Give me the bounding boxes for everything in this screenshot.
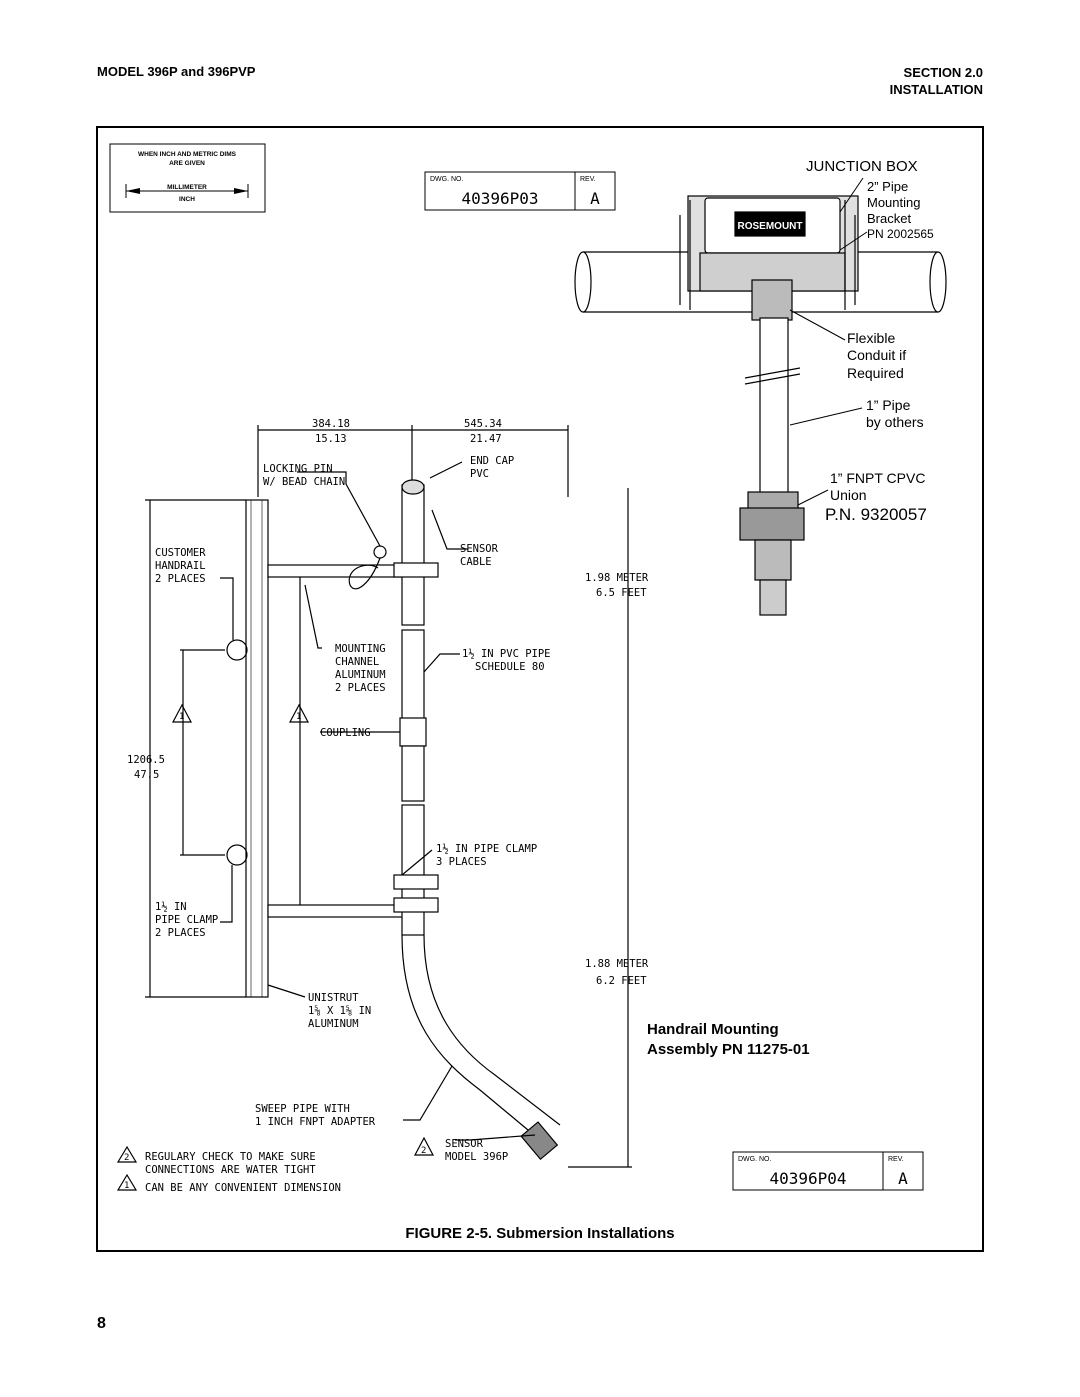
dwg-number-2: 40396P04	[769, 1169, 846, 1188]
dim3-mm: 1206.5	[127, 754, 165, 766]
dwg-no-label: DWG. NO.	[430, 176, 463, 183]
figure-caption: FIGURE 2-5. Submersion Installations	[405, 1225, 674, 1242]
pipe-bracket-line3: Bracket	[867, 211, 911, 226]
sensor-line1: SENSOR	[445, 1138, 484, 1150]
header-section: SECTION 2.0 INSTALLATION	[890, 64, 983, 98]
dim1-mm: 384.18	[312, 418, 350, 430]
pipe-clamp-line1: 1½ IN PIPE CLAMP	[436, 843, 537, 855]
header-model: MODEL 396P and 396PVP	[97, 64, 256, 79]
mounting-channel-line2: CHANNEL	[335, 656, 379, 668]
pipe1-line1: 1” Pipe	[866, 397, 911, 413]
drawing-number-bottom: DWG. NO. REV. 40396P04 A	[732, 1151, 924, 1191]
junction-box-title: JUNCTION BOX	[806, 158, 918, 175]
sweep-line1: SWEEP PIPE WITH	[255, 1103, 350, 1115]
dwg-rev: A	[590, 189, 600, 208]
junction-labels: JUNCTION BOX 2” Pipe Mounting Bracket PN…	[789, 158, 934, 524]
feet-62: 6.2 FEET	[596, 975, 647, 987]
figure-frame	[96, 126, 984, 1252]
conduit-line1: Flexible	[847, 330, 895, 346]
pipe-bracket-line4: PN 2002565	[867, 227, 934, 241]
union-line1: 1” FNPT CPVC	[830, 470, 925, 486]
note2-line1: REGULARY CHECK TO MAKE SURE	[145, 1151, 316, 1163]
section-title: INSTALLATION	[889, 82, 983, 97]
dwg-number: 40396P03	[461, 189, 538, 208]
dwg-no-label-2: DWG. NO.	[738, 1156, 771, 1163]
legend-metric: MILLIMETER	[167, 184, 207, 191]
handrail-drawing	[116, 425, 632, 1191]
sensor-cable-line2: CABLE	[460, 556, 492, 568]
dim1-in: 15.13	[315, 433, 347, 445]
tri-label-e: 2	[421, 1146, 426, 1156]
pipe-clamp2-line1: 1½ IN	[155, 901, 187, 913]
note2-line2: CONNECTIONS ARE WATER TIGHT	[145, 1164, 316, 1176]
mounting-channel-line4: 2 PLACES	[335, 682, 386, 694]
sensor-cable-line1: SENSOR	[460, 543, 499, 555]
rev-label-2: REV.	[888, 1156, 904, 1163]
unistrut-line3: ALUMINUM	[308, 1018, 359, 1030]
pipe-bracket-line1: 2” Pipe	[867, 179, 908, 194]
locking-pin-line1: LOCKING PIN	[263, 463, 333, 475]
unistrut-line1: UNISTRUT	[308, 992, 359, 1004]
dimension-legend: WHEN INCH AND METRIC DIMS ARE GIVEN MILL…	[109, 143, 266, 213]
drawing-number-top: DWG. NO. REV. 40396P03 A	[424, 171, 616, 211]
mounting-channel-line3: ALUMINUM	[335, 669, 386, 681]
customer-handrail-line3: 2 PLACES	[155, 573, 206, 585]
dwg-rev-2: A	[898, 1169, 908, 1188]
legend-line1: WHEN INCH AND METRIC DIMS	[138, 151, 237, 158]
tri-label-a: 1	[179, 712, 184, 722]
handrail-title-line1: Handrail Mounting	[647, 1021, 779, 1038]
meter-188: 1.88 METER	[585, 958, 649, 970]
tri-label-b: 1	[296, 712, 301, 722]
mounting-channel-line1: MOUNTING	[335, 643, 386, 655]
junction-box-assembly: ROSEMOUNT	[574, 195, 947, 616]
end-cap-line2: PVC	[470, 468, 489, 480]
dim3-in: 47.5	[134, 769, 159, 781]
conduit-line2: Conduit if	[847, 347, 906, 363]
legend-line2: ARE GIVEN	[169, 160, 205, 167]
pipe-clamp-line2: 3 PLACES	[436, 856, 487, 868]
customer-handrail-line1: CUSTOMER	[155, 547, 206, 559]
legend-imperial: INCH	[179, 196, 195, 203]
handrail-title-line2: Assembly PN 11275-01	[647, 1041, 810, 1058]
feet-65: 6.5 FEET	[596, 587, 647, 599]
coupling-label: COUPLING	[320, 727, 371, 739]
customer-handrail-line2: HANDRAIL	[155, 560, 206, 572]
sensor-line2: MODEL 396P	[445, 1151, 508, 1163]
tri-label-c: 2	[124, 1153, 129, 1163]
page-number: 8	[97, 1315, 106, 1332]
rosemount-logo: ROSEMOUNT	[738, 221, 803, 232]
locking-pin-line2: W/ BEAD CHAIN	[263, 476, 345, 488]
pipe-clamp2-line3: 2 PLACES	[155, 927, 206, 939]
dim2-mm: 545.34	[464, 418, 502, 430]
tri-label-d: 1	[124, 1181, 129, 1191]
union-line2: Union	[830, 487, 867, 503]
pipe-clamp2-line2: PIPE CLAMP	[155, 914, 218, 926]
unistrut-line2: 1⅝ X 1⅝ IN	[308, 1005, 371, 1017]
pvc-pipe-line1: 1½ IN PVC PIPE	[462, 648, 551, 660]
dim2-in: 21.47	[470, 433, 502, 445]
pipe-bracket-line2: Mounting	[867, 195, 920, 210]
conduit-line3: Required	[847, 365, 904, 381]
rev-label: REV.	[580, 176, 596, 183]
pvc-pipe-line2: SCHEDULE 80	[475, 661, 545, 673]
end-cap-line1: END CAP	[470, 455, 514, 467]
meter-198: 1.98 METER	[585, 572, 649, 584]
sweep-line2: 1 INCH FNPT ADAPTER	[255, 1116, 376, 1128]
pipe1-line2: by others	[866, 414, 924, 430]
union-line3: P.N. 9320057	[825, 505, 927, 524]
section-number: SECTION 2.0	[903, 65, 983, 80]
note1: CAN BE ANY CONVENIENT DIMENSION	[145, 1182, 341, 1194]
handrail-labels: 384.18 15.13 545.34 21.47 LOCKING PIN W/…	[124, 418, 649, 1194]
